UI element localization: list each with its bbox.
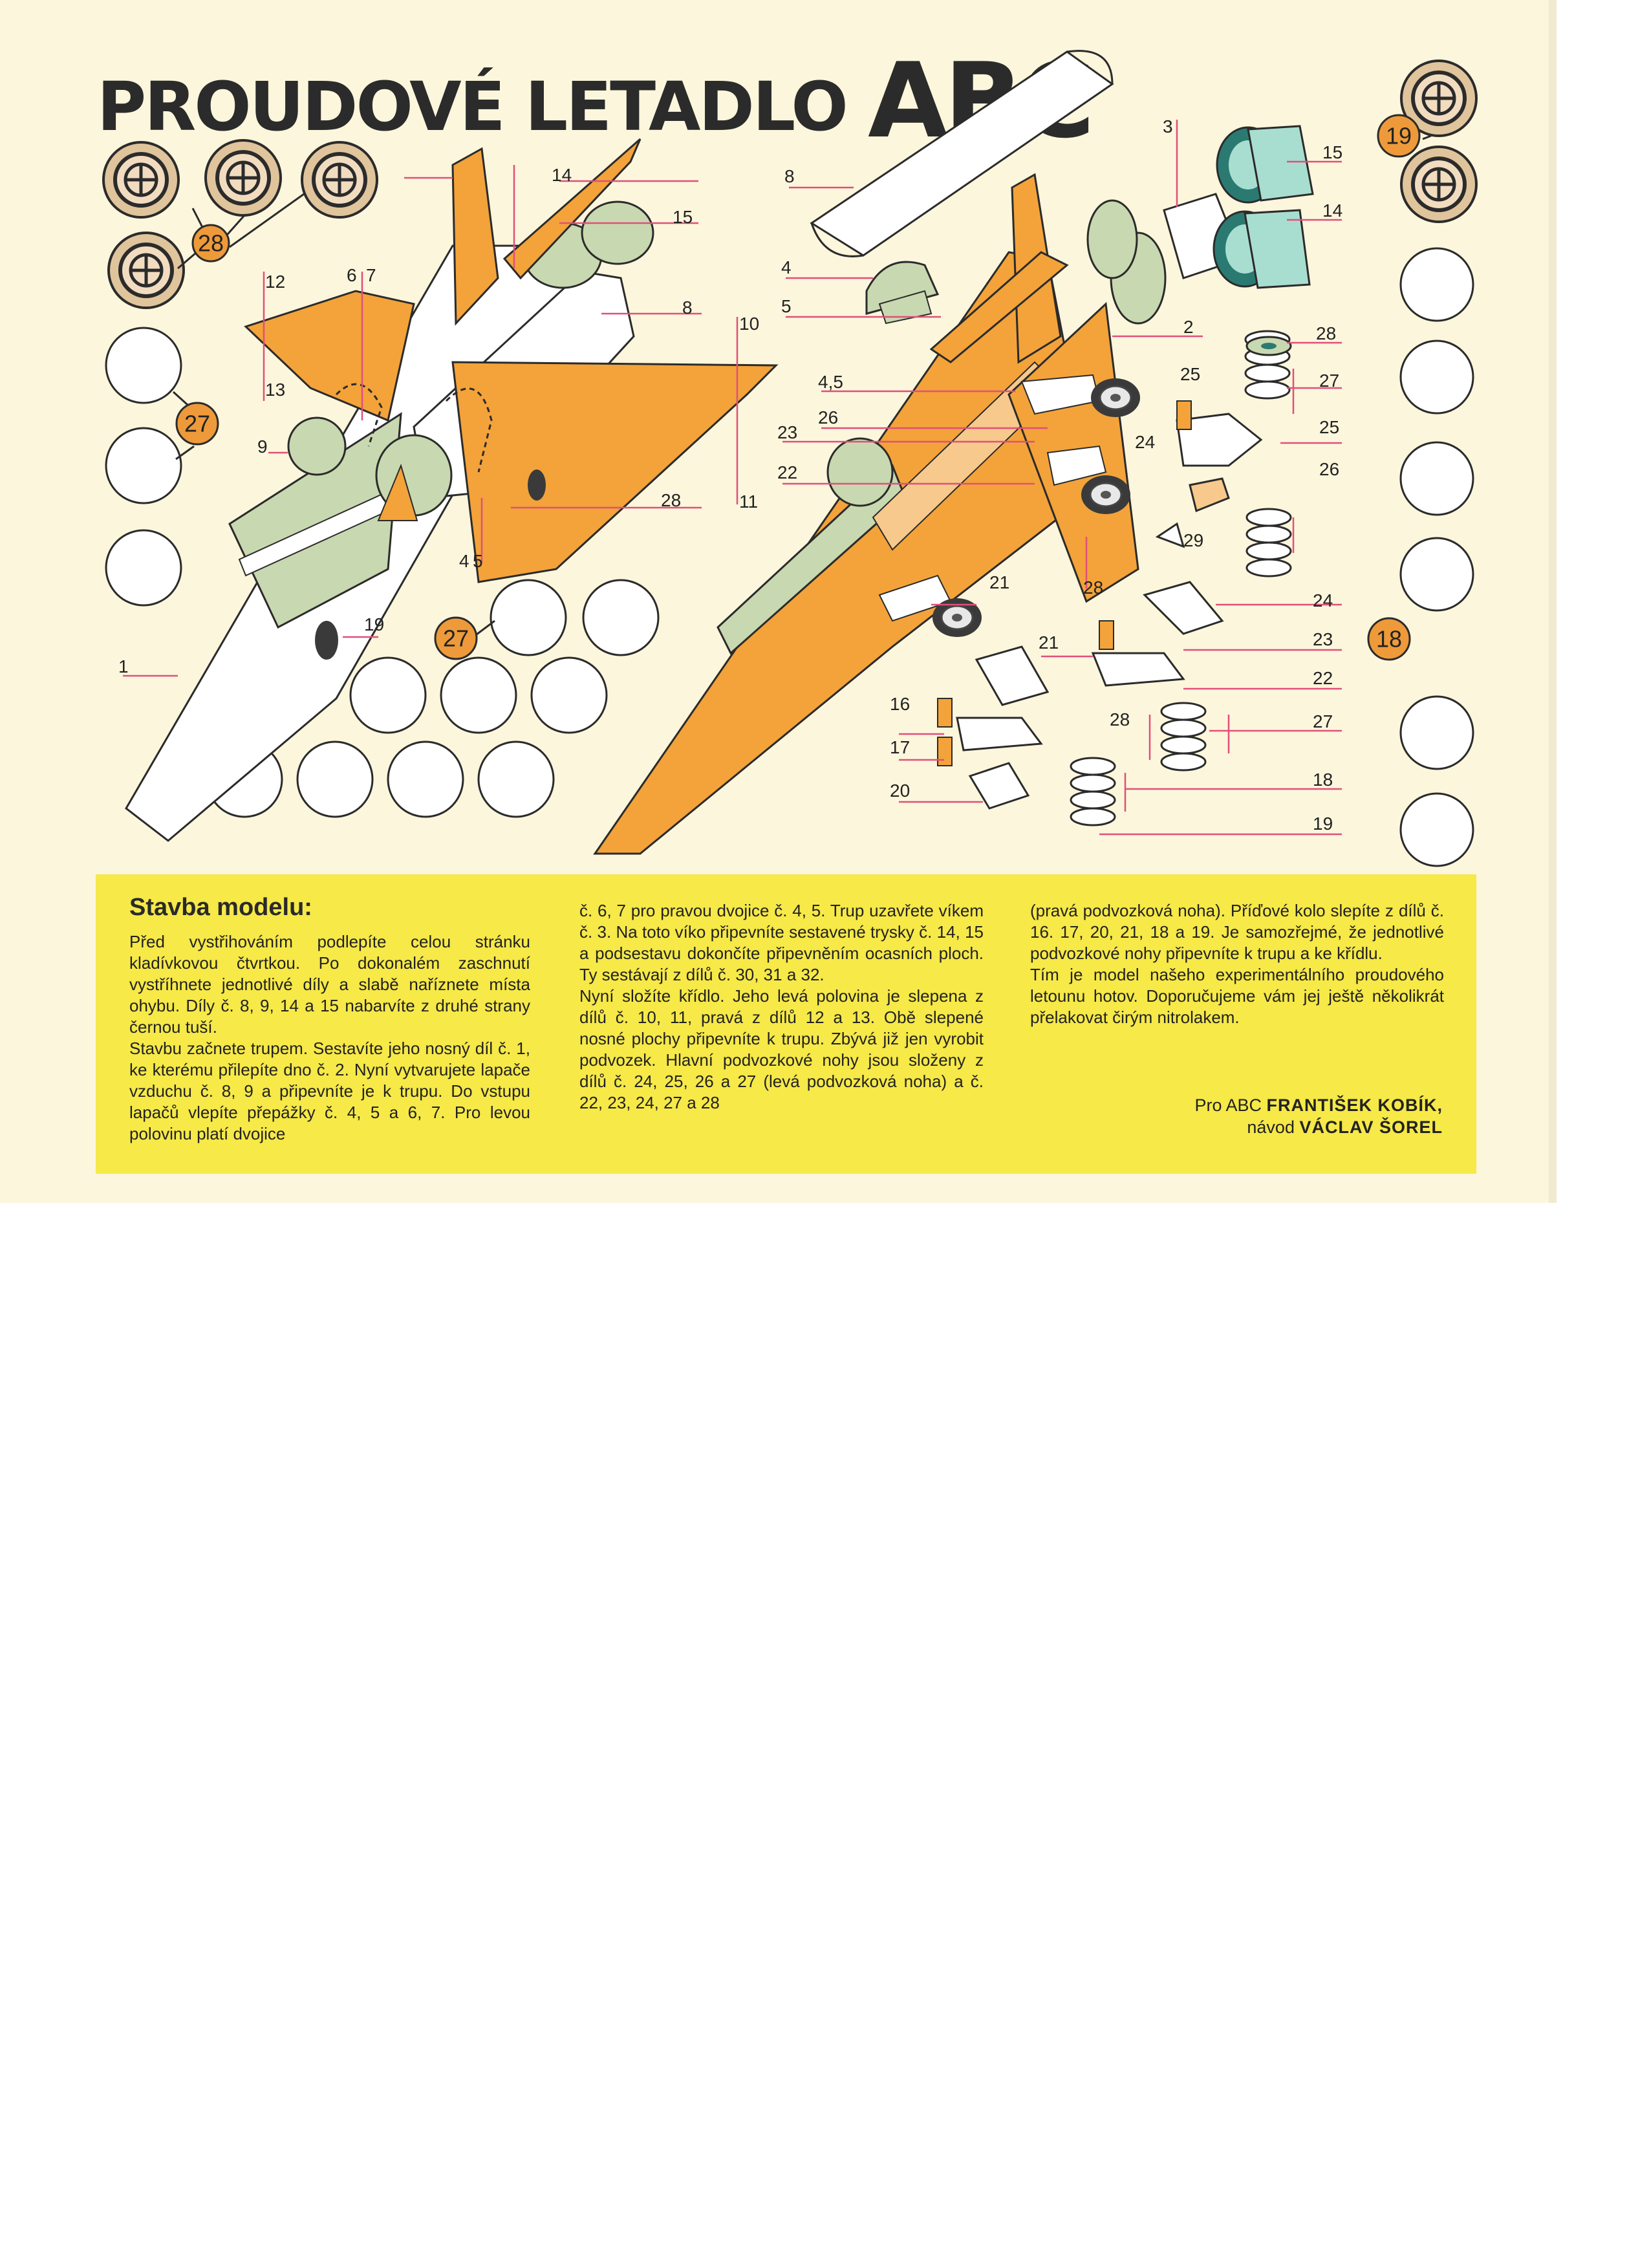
credits-prefix: Pro ABC xyxy=(1194,1096,1262,1115)
part-label: 8 xyxy=(784,166,795,186)
washer-top xyxy=(1245,336,1292,356)
part-label: 6 xyxy=(347,265,357,285)
gear-parts xyxy=(956,413,1263,810)
svg-text:18: 18 xyxy=(1376,626,1402,653)
part-label: 24 xyxy=(1135,432,1155,452)
blank-circles-left xyxy=(105,327,660,818)
wheel-disc xyxy=(206,140,281,215)
part-label: 28 xyxy=(1316,323,1336,343)
wheel-disc xyxy=(302,142,377,217)
part-label: 12 xyxy=(265,272,285,292)
instructions-heading: Stavba modelu: xyxy=(129,894,312,921)
part-label: 26 xyxy=(818,407,838,427)
instructions-column-2: č. 6, 7 pro pravou dvojice č. 4, 5. Trup… xyxy=(579,901,984,1112)
part-label: 15 xyxy=(673,207,693,227)
part-label: 9 xyxy=(257,437,268,457)
wheel-disc xyxy=(1401,147,1476,222)
part-label: 15 xyxy=(1322,142,1342,162)
part-label: 20 xyxy=(890,781,910,801)
orange-tabs xyxy=(937,400,1192,766)
svg-text:27: 27 xyxy=(443,625,469,652)
part-label: 11 xyxy=(739,491,758,512)
cutout-illustration: 28 27 27 19 18 1 9 12 13 6 7 14 15 8 10 … xyxy=(0,50,1552,867)
part-label: 18 xyxy=(1313,770,1333,790)
part-label: 13 xyxy=(265,380,285,400)
credits: Pro ABC FRANTIŠEK KOBÍK, návod VÁCLAV ŠO… xyxy=(1194,1094,1443,1138)
part-label: 14 xyxy=(552,165,572,185)
part-label: 19 xyxy=(364,614,384,634)
credits-author: FRANTIŠEK KOBÍK, xyxy=(1266,1096,1443,1115)
part-label: 27 xyxy=(1313,711,1333,731)
wheel-tyre xyxy=(1080,474,1132,515)
part-label: 2 xyxy=(1183,317,1194,337)
part-label: 24 xyxy=(1313,590,1333,610)
part-label: 22 xyxy=(777,462,797,482)
part-label: 16 xyxy=(890,694,910,714)
part-label: 19 xyxy=(1313,814,1333,834)
wheel-disc xyxy=(109,233,184,308)
part-label: 28 xyxy=(1083,578,1103,598)
part-label: 27 xyxy=(1319,371,1339,391)
svg-text:28: 28 xyxy=(198,230,224,257)
part-label: 28 xyxy=(661,490,681,510)
part-label: 4 xyxy=(459,551,469,571)
instructions-column-3: (pravá podvozková noha). Příďové kolo sl… xyxy=(1030,901,1444,1027)
part-label: 25 xyxy=(1319,417,1339,437)
credits-designer: VÁCLAV ŠOREL xyxy=(1299,1118,1443,1137)
part-label: 4 xyxy=(781,257,792,277)
sheet-edge xyxy=(1549,0,1557,1203)
part-label: 7 xyxy=(366,265,376,285)
badge-28: 28 xyxy=(191,224,230,263)
part-label: 26 xyxy=(1319,459,1339,479)
part-label: 25 xyxy=(1180,364,1200,384)
part-label: 8 xyxy=(682,297,693,318)
part-label: 4,5 xyxy=(818,372,843,392)
part-label: 1 xyxy=(118,656,129,676)
badge-19: 19 xyxy=(1377,114,1421,158)
title-main: PROUDOVÉ LETADLO xyxy=(97,67,848,146)
part-label: 23 xyxy=(777,422,797,442)
part-label: 21 xyxy=(1039,632,1059,653)
badge-18: 18 xyxy=(1367,617,1411,661)
jet-nozzles xyxy=(1163,125,1314,289)
washer-stack xyxy=(1070,757,1116,826)
part-label: 23 xyxy=(1313,629,1333,649)
washer-stack xyxy=(1245,508,1292,578)
washer-stack xyxy=(1160,702,1207,772)
part-label: 14 xyxy=(1322,200,1342,221)
badge-27-center: 27 xyxy=(434,616,478,660)
wheel-tyre xyxy=(1090,377,1141,418)
svg-text:19: 19 xyxy=(1386,123,1412,149)
canopy-part xyxy=(810,50,1114,325)
left-aircraft xyxy=(125,138,779,842)
part-label: 17 xyxy=(890,737,910,757)
part-label: 22 xyxy=(1313,668,1333,688)
instructions-column-1: Před vystřihováním podlepíte celou strán… xyxy=(129,932,530,1143)
wheel-disc xyxy=(103,142,178,217)
right-aircraft xyxy=(593,173,1167,855)
svg-text:27: 27 xyxy=(184,411,210,437)
part-label: 10 xyxy=(739,314,759,334)
part-label: 28 xyxy=(1110,709,1130,729)
part-label: 5 xyxy=(473,551,483,571)
instructions-panel: Stavba modelu: Před vystřihováním podlep… xyxy=(96,874,1476,1174)
part-label: 21 xyxy=(989,572,1009,592)
part-label: 5 xyxy=(781,296,792,316)
blank-circles-right xyxy=(1399,247,1474,867)
part-label: 29 xyxy=(1183,530,1203,550)
credits-prefix: návod xyxy=(1247,1118,1295,1137)
badge-27-left: 27 xyxy=(175,402,219,446)
leader-lines xyxy=(123,120,1342,836)
part-labels: 1 9 12 13 6 7 14 15 8 10 11 28 4 5 19 3 … xyxy=(118,116,1342,834)
part-label: 3 xyxy=(1163,116,1173,136)
